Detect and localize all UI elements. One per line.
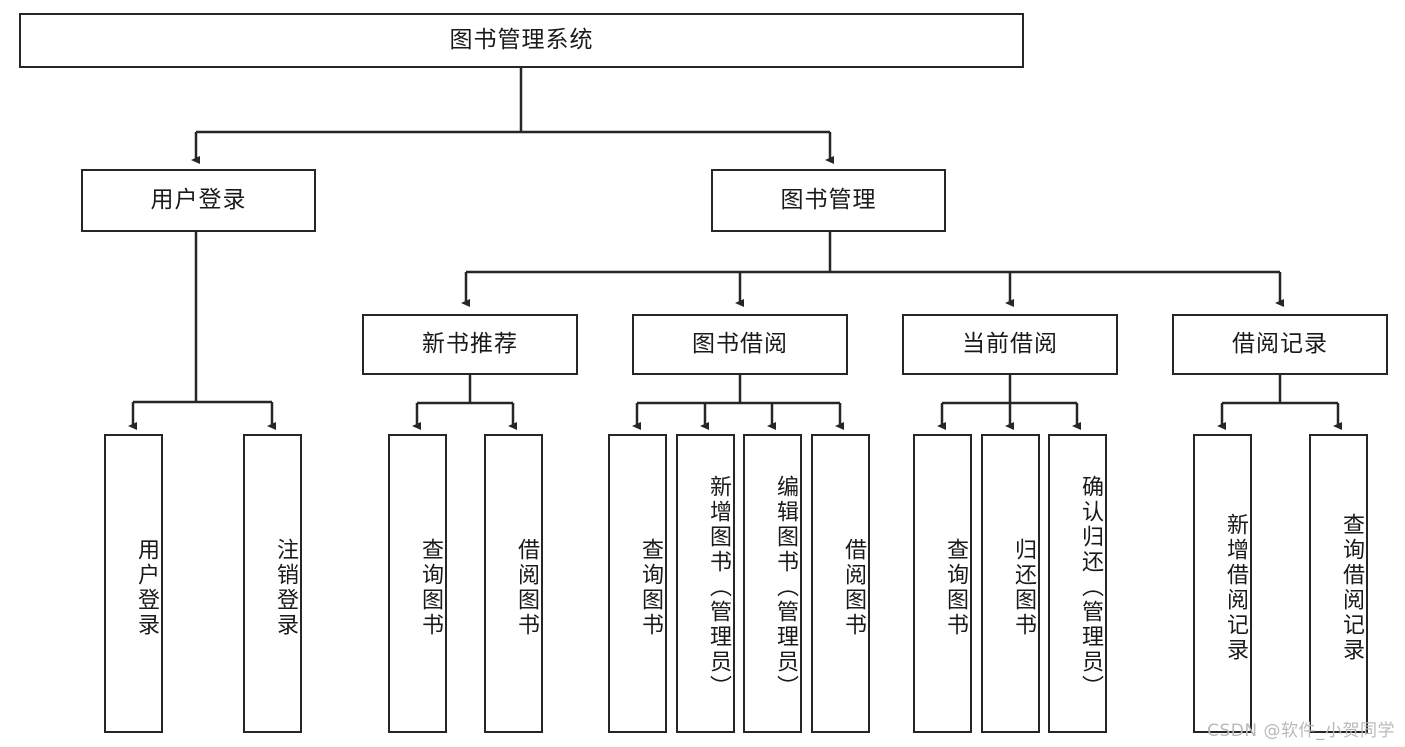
node-label: 确认归还（管理员）	[1078, 475, 1103, 700]
leaf-current-confirm-return-admin[interactable]: 确认归还（管理员）	[1048, 434, 1107, 733]
leaf-borrow-query-book[interactable]: 查询图书	[608, 434, 667, 733]
node-label: 当前借阅	[962, 330, 1058, 357]
node-label: 查询图书	[418, 537, 443, 638]
node-label: 查询借阅记录	[1339, 512, 1364, 663]
node-label: 用户登录	[134, 537, 159, 638]
node-root-book-management-system[interactable]: 图书管理系统	[19, 13, 1024, 68]
leaf-record-query-record[interactable]: 查询借阅记录	[1309, 434, 1368, 733]
leaf-new-book-borrow-book[interactable]: 借阅图书	[484, 434, 543, 733]
leaf-record-add-record[interactable]: 新增借阅记录	[1193, 434, 1252, 733]
node-label: 新书推荐	[422, 330, 518, 357]
node-label: 新增图书（管理员）	[706, 475, 731, 700]
node-label: 用户登录	[150, 186, 247, 213]
node-current-borrow[interactable]: 当前借阅	[902, 314, 1118, 375]
leaf-user-login-login[interactable]: 用户登录	[104, 434, 163, 733]
node-label: 注销登录	[273, 537, 298, 638]
leaf-user-login-logout[interactable]: 注销登录	[243, 434, 302, 733]
node-new-book-recommend[interactable]: 新书推荐	[362, 314, 578, 375]
node-borrow-record[interactable]: 借阅记录	[1172, 314, 1388, 375]
node-label: 新增借阅记录	[1223, 512, 1248, 663]
node-book-borrow[interactable]: 图书借阅	[632, 314, 848, 375]
node-label: 借阅图书	[841, 537, 866, 638]
watermark: CSDN @软件_小贺同学	[1207, 721, 1395, 741]
leaf-borrow-add-book-admin[interactable]: 新增图书（管理员）	[676, 434, 735, 733]
node-book-management[interactable]: 图书管理	[711, 169, 946, 232]
node-label: 借阅记录	[1232, 330, 1328, 357]
node-user-login[interactable]: 用户登录	[81, 169, 316, 232]
leaf-new-book-query-book[interactable]: 查询图书	[388, 434, 447, 733]
node-label: 归还图书	[1011, 537, 1036, 638]
leaf-current-query-book[interactable]: 查询图书	[913, 434, 972, 733]
node-label: 图书管理系统	[449, 26, 594, 53]
node-label: 编辑图书（管理员）	[773, 475, 798, 700]
node-label: 查询图书	[638, 537, 663, 638]
leaf-borrow-borrow-book[interactable]: 借阅图书	[811, 434, 870, 733]
node-label: 借阅图书	[514, 537, 539, 638]
node-label: 查询图书	[943, 537, 968, 638]
node-label: 图书借阅	[692, 330, 788, 357]
leaf-borrow-edit-book-admin[interactable]: 编辑图书（管理员）	[743, 434, 802, 733]
leaf-current-return-book[interactable]: 归还图书	[981, 434, 1040, 733]
node-label: 图书管理	[780, 186, 877, 213]
